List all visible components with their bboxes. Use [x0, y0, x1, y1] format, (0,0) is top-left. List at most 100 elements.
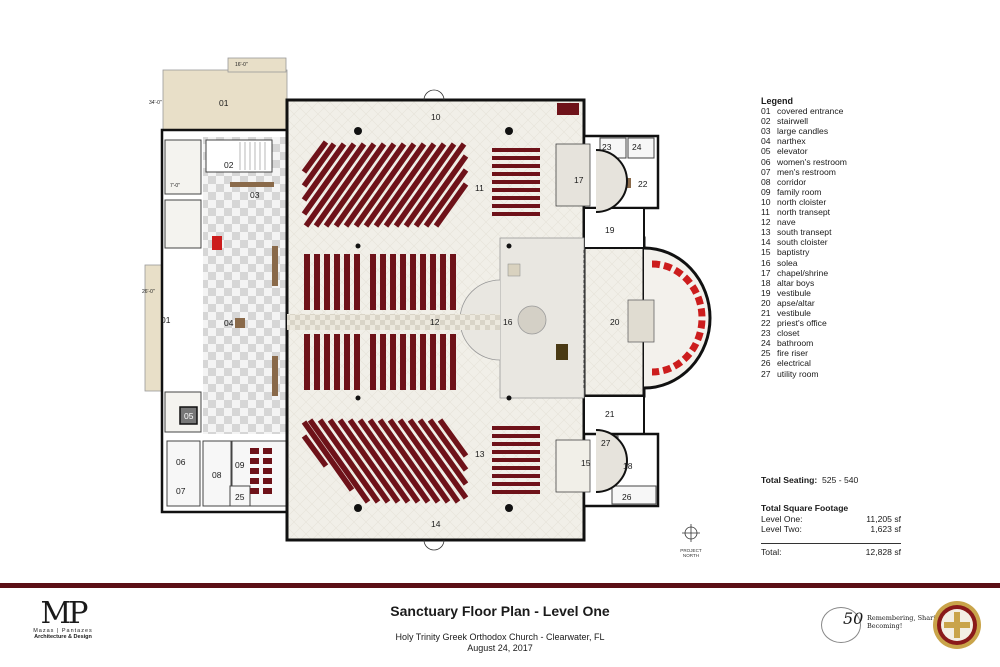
room-label: 23 [602, 142, 612, 152]
legend-item-number: 17 [761, 267, 771, 278]
dimension-label: 26'-0" [142, 289, 155, 295]
legend-item-label: bathroom [777, 338, 814, 349]
legend-item-number: 19 [761, 287, 771, 298]
room-label: 01 [161, 315, 171, 325]
firm-logo: MP Mazas | Pantazes Architecture & Desig… [18, 596, 108, 641]
legend-item-label: fire riser [777, 348, 809, 359]
legend-item-number: 16 [761, 257, 771, 268]
room-label: 11 [475, 183, 484, 193]
legend-item-number: 10 [761, 196, 771, 207]
legend-item-number: 01 [761, 106, 771, 117]
side-pews-south [492, 426, 540, 494]
room-label: 03 [250, 190, 260, 200]
legend-item: 21 vestibule [761, 308, 991, 318]
dimension-label: 16'-0" [235, 62, 248, 68]
legend-item-label: priest's office [777, 318, 827, 329]
legend-item-number: 20 [761, 297, 771, 308]
legend-item-label: apse/altar [777, 297, 815, 308]
legend-item-number: 06 [761, 156, 771, 167]
room-label: 22 [638, 179, 648, 189]
legend-item-label: altar boys [777, 277, 815, 288]
room-label: 02 [224, 160, 234, 170]
room-label: 09 [235, 460, 245, 470]
room-label: 12 [430, 317, 440, 327]
anniversary-number: 50 [843, 609, 864, 628]
room-label: 01 [219, 98, 229, 108]
dimension-label: 7'-0" [170, 183, 180, 189]
legend-item-label: vestibule [777, 307, 811, 318]
legend-item-number: 09 [761, 186, 771, 197]
side-pews-north [492, 148, 540, 216]
room-label: 05 [184, 411, 194, 421]
sqft-row: Level Two: 1,623 sf [761, 524, 901, 534]
legend-item-label: north cloister [777, 196, 827, 207]
seating-label: Total Seating: [761, 475, 818, 485]
legend-item-number: 05 [761, 146, 771, 157]
legend-item-number: 24 [761, 338, 771, 349]
room-label: 24 [632, 142, 642, 152]
legend-item-label: north transept [777, 207, 831, 218]
legend-item-label: men's restroom [777, 166, 836, 177]
room-label: 13 [475, 449, 485, 459]
seating-value: 525 - 540 [821, 475, 859, 485]
legend-item-number: 21 [761, 307, 771, 318]
room-label: 26 [622, 492, 632, 502]
legend-item: 10 north cloister [761, 197, 991, 207]
legend-item: 02 stairwell [761, 116, 991, 126]
legend-item-number: 27 [761, 368, 771, 379]
floor-plan: 16'-0" 34'-0" 7'-0" 26'-0" 01 01 02 03 0… [142, 57, 712, 551]
legend-item: 22 priest's office [761, 318, 991, 328]
total-seating: Total Seating: 525 - 540 [761, 475, 858, 485]
room-label: 04 [224, 318, 234, 328]
room-label: 06 [176, 457, 186, 467]
south-transept-pews [301, 418, 469, 504]
room-label: 20 [610, 317, 620, 327]
legend-item-label: narthex [777, 136, 806, 147]
firm-subtitle: Architecture & Design [34, 634, 92, 640]
legend-item-number: 11 [761, 207, 770, 218]
legend-item-label: baptistry [777, 247, 810, 258]
legend-item: 09 family room [761, 187, 991, 197]
nave-pews-south [304, 334, 456, 390]
legend-item: 11 north transept [761, 207, 991, 217]
room-label: 14 [431, 519, 441, 529]
legend-item-label: stairwell [777, 116, 809, 127]
sqft-total-row: Total: 12,828 sf [761, 542, 901, 558]
legend-item-label: covered entrance [777, 106, 844, 117]
legend-item: 27 utility room [761, 369, 991, 379]
legend-item-label: vestibule [777, 287, 811, 298]
project-name: Holy Trinity Greek Orthodox Church - Cle… [395, 632, 605, 642]
legend-item-label: family room [777, 186, 822, 197]
legend-item-number: 22 [761, 318, 771, 329]
legend-item: 20 apse/altar [761, 298, 991, 308]
room-label: 10 [431, 112, 441, 122]
room-label: 07 [176, 486, 186, 496]
legend-item-number: 07 [761, 166, 771, 177]
legend-item-label: utility room [777, 368, 819, 379]
room-label: 16 [503, 317, 513, 327]
legend-item: 24 bathroom [761, 338, 991, 348]
center-aisle [287, 314, 500, 330]
firm-name: Mazas | Pantazes [33, 628, 93, 634]
legend-item-number: 18 [761, 277, 771, 288]
north-arrow-label: PROJECT NORTH [680, 548, 702, 558]
legend-item-label: electrical [777, 358, 811, 369]
legend-item-number: 13 [761, 227, 771, 238]
room-label: 19 [605, 225, 615, 235]
page-title: Sanctuary Floor Plan - Level One [390, 603, 610, 619]
legend-item: 01 covered entrance [761, 106, 991, 116]
dimension-label: 34'-0" [149, 100, 162, 106]
firm-logo-mark: MP [40, 596, 89, 631]
legend-item-label: closet [777, 328, 800, 339]
apse-wall [643, 246, 712, 390]
legend-item-number: 02 [761, 116, 771, 127]
